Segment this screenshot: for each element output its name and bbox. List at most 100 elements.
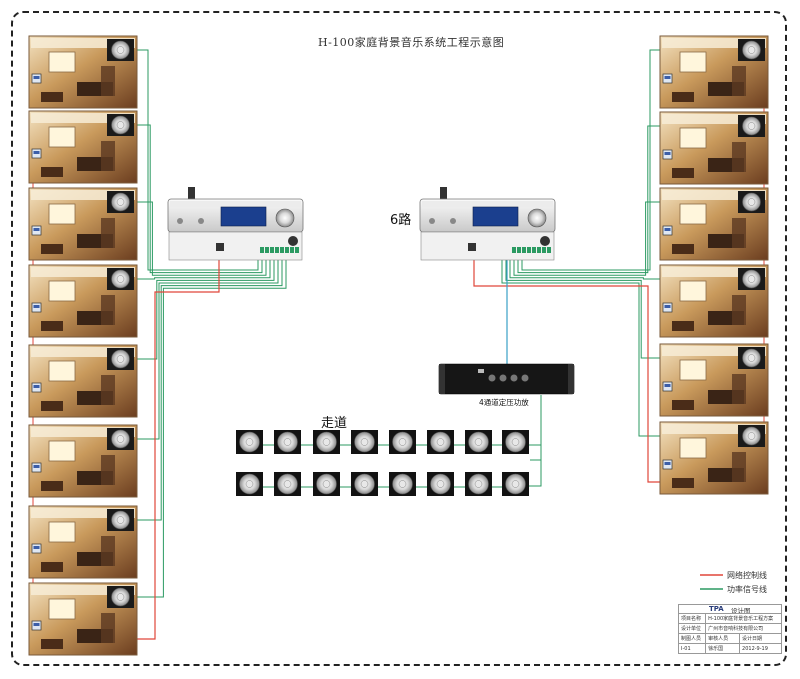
- room-cabinet: [101, 536, 115, 566]
- wall-control-panel-screen: [33, 76, 40, 79]
- room-ceiling: [662, 267, 766, 277]
- corridor-speaker: [313, 472, 340, 496]
- signal-wire: [513, 201, 660, 276]
- room-panel: [28, 582, 138, 656]
- room-table: [41, 481, 63, 491]
- info-cell: H-100家庭背景音乐工程方案: [705, 613, 782, 624]
- room-ceiling: [31, 38, 135, 48]
- signal-wire: [509, 254, 660, 280]
- corridor-speaker: [502, 472, 529, 496]
- speaker-cone: [283, 480, 292, 488]
- speaker-cone: [474, 438, 483, 446]
- wall-control-panel-screen: [664, 152, 671, 155]
- signal-wire: [517, 125, 660, 274]
- lcd-display: [220, 206, 267, 227]
- music-controller: [167, 187, 304, 261]
- output-terminal-icon: [517, 247, 521, 253]
- output-terminal-icon: [280, 247, 284, 253]
- room-panel: [28, 505, 138, 579]
- room-panel: [28, 35, 138, 109]
- info-row: 项目名称 H-100家庭背景音乐工程方案: [677, 613, 782, 624]
- dashed-border: [11, 11, 787, 666]
- speaker-cone: [283, 438, 292, 446]
- speaker-cone: [474, 480, 483, 488]
- legend-control-line-label: 网络控制线: [727, 571, 767, 580]
- lcd-display: [472, 206, 519, 227]
- wall-control-panel-screen: [33, 546, 40, 549]
- room-ceiling: [31, 585, 135, 595]
- room-panel: [659, 187, 769, 261]
- wall-control-panel-screen: [664, 228, 671, 231]
- wiring: [32, 49, 765, 640]
- controller-rear-panel: [168, 231, 303, 261]
- speaker-cone: [747, 198, 756, 206]
- room-panel: [28, 424, 138, 498]
- wall-control-panel-screen: [33, 151, 40, 154]
- room-cabinet: [732, 66, 746, 96]
- room-window: [679, 51, 707, 73]
- corridor-speakers: [236, 430, 529, 496]
- room-cabinet: [732, 452, 746, 482]
- output-terminal-icon: [542, 247, 546, 253]
- room-window: [48, 521, 76, 543]
- fan-icon: [288, 236, 298, 246]
- output-terminal-icon: [547, 247, 551, 253]
- info-row: 制图人员 审核人员 设计日期: [677, 633, 782, 644]
- room-cabinet: [101, 613, 115, 643]
- speaker-cone: [436, 438, 445, 446]
- corridor-speaker: [427, 472, 454, 496]
- dock-icon: [188, 187, 195, 199]
- room-cabinet: [732, 295, 746, 325]
- volume-knob-icon: [275, 208, 295, 228]
- room-window: [48, 280, 76, 302]
- signal-wire: [530, 395, 542, 461]
- wall-control-panel-screen: [664, 76, 671, 79]
- speaker-cone: [511, 480, 520, 488]
- room-ceiling: [31, 427, 135, 437]
- speaker-cone: [360, 480, 369, 488]
- signal-wire: [137, 254, 279, 440]
- room-window: [679, 359, 707, 381]
- room-panel: [659, 35, 769, 109]
- room-cabinet: [732, 218, 746, 248]
- channel-knob-icon: [510, 374, 518, 382]
- room-cabinet: [101, 218, 115, 248]
- corridor-speaker: [465, 430, 492, 454]
- wall-control-panel-screen: [664, 462, 671, 465]
- speaker-cone: [398, 438, 407, 446]
- room-table: [672, 92, 694, 102]
- room-ceiling: [662, 346, 766, 356]
- room-table: [41, 92, 63, 102]
- wall-control-panel-screen: [33, 228, 40, 231]
- room-ceiling: [662, 114, 766, 124]
- room-ceiling: [31, 508, 135, 518]
- room-ceiling: [31, 190, 135, 200]
- speaker-cone: [511, 438, 520, 446]
- output-terminal-icon: [290, 247, 294, 253]
- output-terminal-icon: [522, 247, 526, 253]
- room-table: [672, 244, 694, 254]
- output-terminal-icon: [285, 247, 289, 253]
- dock-icon: [440, 187, 447, 199]
- speaker-cone: [116, 198, 125, 206]
- room-ceiling: [662, 190, 766, 200]
- channel-knob-icon: [488, 374, 496, 382]
- speaker-cone: [398, 480, 407, 488]
- signal-wire: [137, 201, 267, 276]
- room-ceiling: [31, 267, 135, 277]
- controller-top-strip: [422, 201, 553, 207]
- speaker-cone: [116, 121, 125, 129]
- room-panel: [28, 264, 138, 338]
- fan-icon: [540, 236, 550, 246]
- signal-wire: [524, 460, 542, 487]
- signal-wire: [137, 254, 283, 521]
- info-row: 设计单位 广州市音响科技有限公司: [677, 623, 782, 634]
- rack-ear-left: [439, 364, 445, 394]
- speaker-cone: [322, 480, 331, 488]
- diagram-title: H-100家庭背景音乐系统工程示意图: [318, 36, 505, 49]
- room-cabinet: [732, 142, 746, 172]
- devices: [167, 187, 575, 395]
- volume-knob-icon: [527, 208, 547, 228]
- corridor-speaker: [351, 472, 378, 496]
- wall-control-panel-screen: [33, 465, 40, 468]
